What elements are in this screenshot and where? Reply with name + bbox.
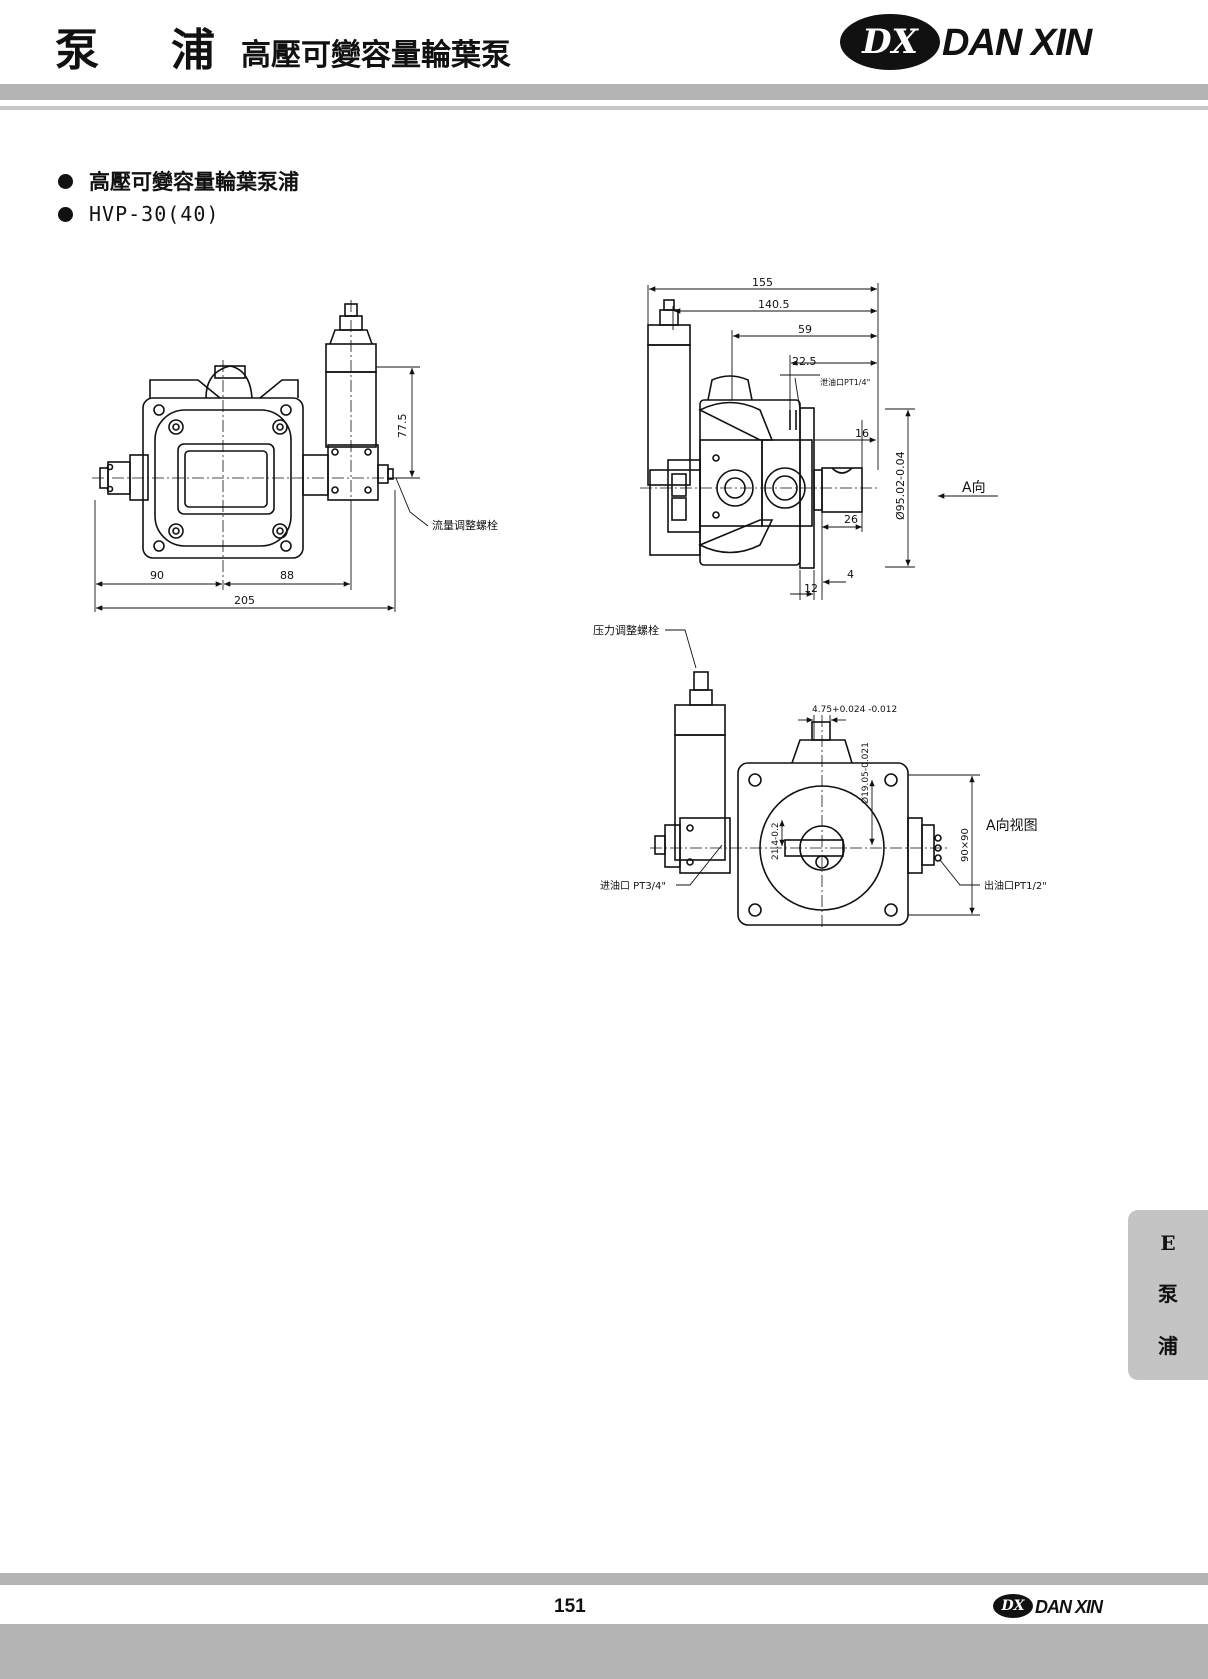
bullet-dot-icon — [58, 173, 73, 189]
header-subtitle: 高壓可變容量輪葉泵 — [241, 38, 511, 73]
page-header-title: 泵 浦高壓可變容量輪葉泵 — [55, 14, 511, 78]
page-number: 151 — [554, 1596, 586, 1617]
dim-140-5-label: 140.5 — [758, 298, 790, 311]
bullet-model: HVP-30(40) — [58, 202, 219, 226]
header-title-char-2: 浦 — [171, 25, 217, 76]
dim-phi19-label: Ø19.05-0.021 — [860, 742, 871, 804]
dim-77-5-label: 77.5 — [396, 414, 409, 439]
flow-adjust-screw-label: 流量调整螺栓 — [432, 518, 498, 532]
a-direction-label: A向 — [962, 480, 986, 496]
dim-12-label: 12 — [804, 582, 818, 595]
dim-205-label: 205 — [234, 594, 255, 607]
bullet-title-text: 高壓可變容量輪葉泵浦 — [89, 170, 299, 194]
side-tab-char-1: 泵 — [1158, 1281, 1178, 1306]
drawing-front-view — [99, 303, 394, 559]
dim-16-label: 16 — [855, 427, 869, 440]
dim-90-label: 90 — [150, 569, 164, 582]
header-rule — [0, 106, 1208, 110]
dim-21-4-label: 21.4-0.2 — [771, 822, 781, 860]
drawing-a-view — [654, 671, 942, 926]
footer-logo-text: DAN XIN — [1035, 1597, 1103, 1617]
pressure-adjust-screw-label: 压力调整螺栓 — [593, 623, 659, 637]
side-tab-letter: E — [1160, 1231, 1176, 1256]
dim-90x90-label: 90×90 — [960, 828, 971, 862]
inlet-port-label: 进油口 PT3/4" — [600, 879, 666, 892]
bullet-title: 高壓可變容量輪葉泵浦 — [58, 166, 299, 196]
drawing-side-view — [647, 299, 863, 569]
dim-4-75-label: 4.75+0.024 -0.012 — [812, 705, 897, 715]
header-title-char-1: 泵 — [55, 25, 101, 76]
a-view-label: A向视图 — [986, 818, 1038, 834]
footer-logo-mark-icon: DX — [993, 1594, 1033, 1618]
section-side-tab: E 泵 浦 — [1128, 1210, 1208, 1380]
dim-22-5-label: 22.5 — [792, 355, 817, 368]
logo-mark-icon: DX — [840, 14, 940, 70]
footer-rule — [0, 1573, 1208, 1585]
dim-59-label: 59 — [798, 323, 812, 336]
dim-88-label: 88 — [280, 569, 294, 582]
side-tab-char-2: 浦 — [1158, 1333, 1178, 1358]
bullet-model-text: HVP-30(40) — [89, 202, 220, 226]
header-logo: DX DAN XIN — [840, 14, 1120, 74]
dim-4-label: 4 — [847, 568, 854, 581]
dim-155-label: 155 — [752, 276, 773, 289]
drain-port-label: 泄油口PT1/4" — [820, 377, 870, 387]
outlet-port-label: 出油口PT1/2" — [984, 879, 1047, 892]
footer-band — [0, 1624, 1208, 1679]
footer-logo: DX DAN XIN — [993, 1594, 1123, 1622]
bullet-dot-icon — [58, 206, 73, 222]
dim-26-label: 26 — [844, 513, 858, 526]
header-band — [0, 84, 1208, 100]
dim-phi95-label: Ø95.02-0.04 — [894, 451, 907, 520]
logo-text: DAN XIN — [942, 22, 1092, 64]
